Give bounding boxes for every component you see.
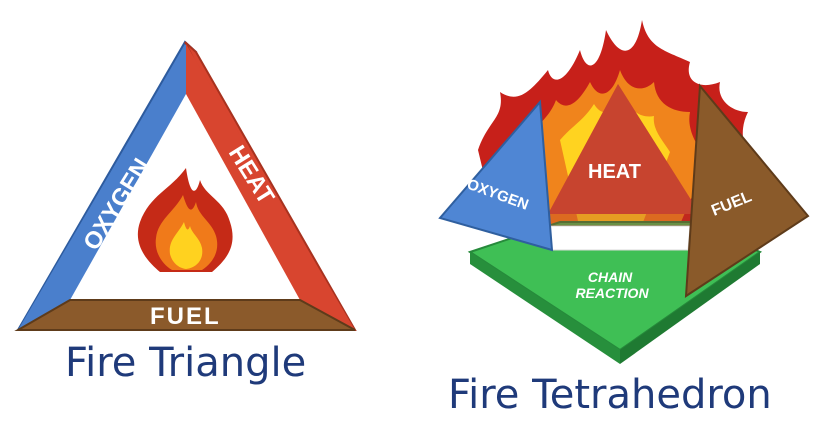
tetra-heat-label: HEAT <box>588 161 641 183</box>
chain-reaction-line1: CHAIN <box>588 269 633 285</box>
chain-reaction-line2: REACTION <box>575 285 649 301</box>
fire-tetrahedron-diagram: OXYGEN HEAT FUEL CHAIN REACTION <box>0 0 820 380</box>
fire-tetrahedron-caption: Fire Tetrahedron <box>448 372 772 418</box>
